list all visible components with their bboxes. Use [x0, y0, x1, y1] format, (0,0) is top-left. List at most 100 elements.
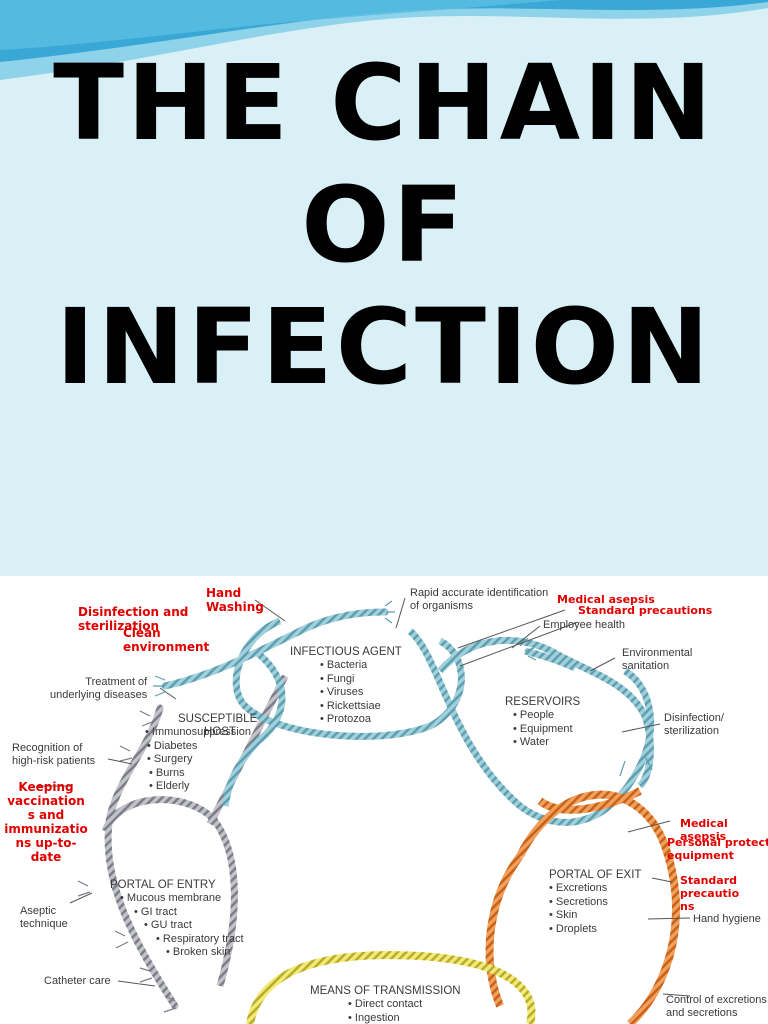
- annotation-hand-washing: Hand Washing: [206, 586, 264, 614]
- label-env-line-2: sanitation: [622, 660, 670, 672]
- list-item: Protozoa: [320, 713, 402, 727]
- label-recognition-high-risk: Recognition of high-risk patients: [12, 742, 95, 768]
- label-treatment-underlying: Treatment of underlying diseases: [50, 676, 147, 702]
- annotation-personal-protective-equipment: Personal protect equipment: [667, 836, 768, 862]
- annotation-ppe-line-1: Personal protect: [667, 836, 768, 849]
- label-env-line-1: Environmental: [622, 647, 693, 659]
- reservoirs-heading: RESERVOIRS: [505, 696, 581, 708]
- list-item: GU tract: [144, 919, 244, 933]
- means-of-transmission-list: Direct contact Ingestion: [348, 998, 461, 1024]
- label-rapid-id-line-2: of organisms: [410, 600, 473, 612]
- label-rapid-id-line-1: Rapid accurate identification: [410, 587, 549, 599]
- portal-of-exit-list: Excretions Secretions Skin Droplets: [549, 882, 641, 936]
- reservoirs-block: RESERVOIRS People Equipment Water: [505, 696, 580, 750]
- annotation-standard-line-2: precautio: [680, 887, 740, 900]
- annotation-vacc-line-1: Keeping: [18, 780, 74, 794]
- label-disinf-line-1: Disinfection/: [664, 712, 724, 724]
- annotation-clean-line-1: Clean: [123, 626, 161, 640]
- slide-title: THE CHAIN OF INFECTION: [0, 42, 768, 408]
- title-line-2: OF: [301, 164, 467, 286]
- susceptible-host-block: SUSCEPTIBLE HOST Immunosuppression Diabe…: [145, 713, 257, 794]
- annotation-vacc-line-5: ns up-to-: [15, 836, 77, 850]
- list-item: Excretions: [549, 882, 641, 896]
- annotation-disinfection-line-1: Disinfection and: [78, 605, 189, 619]
- list-item: Respiratory tract: [156, 933, 244, 947]
- list-item: Diabetes: [147, 740, 257, 754]
- infectious-agent-list: Bacteria Fungi Viruses Rickettsiae Proto…: [320, 659, 402, 727]
- list-item: Bacteria: [320, 659, 402, 673]
- infectious-agent-block: INFECTIOUS AGENT Bacteria Fungi Viruses …: [290, 646, 402, 727]
- annotation-hand-washing-line-2: Washing: [206, 600, 264, 614]
- list-item: Direct contact: [348, 998, 461, 1012]
- label-recognition-line-1: Recognition of: [12, 742, 83, 754]
- annotation-hand-washing-line-1: Hand: [206, 586, 242, 600]
- title-line-1: THE CHAIN: [53, 42, 715, 164]
- title-line-3: INFECTION: [55, 286, 713, 408]
- list-item: Droplets: [549, 923, 641, 937]
- list-item: People: [513, 709, 580, 723]
- label-treatment-line-1: Treatment of: [85, 676, 148, 688]
- infectious-agent-heading: INFECTIOUS AGENT: [290, 646, 402, 658]
- annotation-disinfection-line-2: sterilization: [78, 619, 159, 633]
- annotation-vacc-line-3: s and: [27, 808, 65, 822]
- list-item: Secretions: [549, 896, 641, 910]
- annotation-clean-line-2: environment: [123, 640, 210, 654]
- annotation-vacc-line-6: date: [30, 850, 62, 864]
- reservoirs-list: People Equipment Water: [513, 709, 580, 750]
- list-item: Fungi: [320, 673, 402, 687]
- portal-of-entry-list: Mucous membrane GI tract GU tract Respir…: [110, 892, 244, 960]
- annotation-medical-asepsis-right: Medical asepsis: [680, 817, 728, 843]
- list-item: Immunosuppression: [145, 726, 257, 740]
- label-aseptic-line-2: technique: [20, 918, 68, 930]
- annotation-med-asepsis-line-1: Medical: [680, 817, 728, 830]
- label-disinf-line-2: sterilization: [664, 725, 720, 737]
- portal-of-entry-block: PORTAL OF ENTRY Mucous membrane GI tract…: [110, 879, 244, 960]
- annotation-med-asepsis-line-2: asepsis: [680, 830, 727, 843]
- annotation-standard-line-1: Standard: [680, 874, 738, 887]
- annotation-standard-precautions-right: Standard precautio ns: [680, 874, 739, 913]
- list-item: Equipment: [513, 723, 580, 737]
- list-item: Surgery: [147, 753, 257, 767]
- susceptible-host-list: Immunosuppression Diabetes Surgery Burns…: [145, 726, 257, 794]
- list-item: Elderly: [149, 780, 257, 794]
- label-control-line-1: Control of excretions: [666, 994, 767, 1006]
- label-environmental-sanitation: Environmental sanitation: [622, 647, 692, 673]
- annotation-standard-line-3: ns: [680, 900, 695, 913]
- annotation-standard-precautions-top: Standard precautions: [578, 604, 713, 617]
- means-of-transmission-block: MEANS OF TRANSMISSION Direct contact Ing…: [310, 985, 461, 1024]
- annotation-keeping-vaccinations: Keeping vaccination s and immunizatio ns…: [4, 780, 88, 864]
- list-item: Rickettsiae: [320, 700, 402, 714]
- label-employee-health: Employee health: [543, 619, 625, 631]
- annotation-clean-environment: Clean environment: [123, 626, 209, 654]
- label-treatment-line-2: underlying diseases: [50, 689, 148, 701]
- list-item: Ingestion: [348, 1012, 461, 1024]
- label-hand-hygiene: Hand hygiene: [693, 913, 761, 925]
- portal-of-entry-heading: PORTAL OF ENTRY: [110, 879, 216, 891]
- susceptible-host-heading-1: SUSCEPTIBLE: [178, 713, 258, 725]
- means-of-transmission-heading: MEANS OF TRANSMISSION: [310, 985, 461, 997]
- label-rapid-identification: Rapid accurate identification of organis…: [410, 587, 548, 613]
- label-aseptic-technique: Aseptic technique: [20, 905, 68, 931]
- list-item: Burns: [149, 767, 257, 781]
- list-item: GI tract: [134, 906, 244, 920]
- annotation-vacc-line-4: immunizatio: [4, 822, 88, 836]
- list-item: Broken skin: [166, 946, 244, 960]
- chain-of-infection-diagram: Rapid accurate identification of organis…: [0, 576, 768, 1024]
- annotation-vacc-line-2: vaccination: [7, 794, 85, 808]
- annotation-disinfection-sterilization: Disinfection and sterilization: [78, 605, 188, 633]
- decorative-wave: [0, 0, 768, 80]
- label-aseptic-line-1: Aseptic: [20, 905, 57, 917]
- title-background: [0, 0, 768, 576]
- list-item: Skin: [549, 909, 641, 923]
- portal-of-exit-heading: PORTAL OF EXIT: [549, 869, 642, 881]
- list-item: Viruses: [320, 686, 402, 700]
- label-disinfection-sterilization: Disinfection/ sterilization: [664, 712, 724, 738]
- label-control-line-2: and secretions: [666, 1007, 738, 1019]
- annotation-medical-asepsis-top: Medical asepsis: [557, 593, 655, 606]
- label-recognition-line-2: high-risk patients: [12, 755, 96, 767]
- portal-of-exit-block: PORTAL OF EXIT Excretions Secretions Ski…: [549, 869, 641, 936]
- list-item: Mucous membrane: [120, 892, 244, 906]
- label-control-excretions: Control of excretions and secretions: [666, 994, 767, 1020]
- list-item: Water: [513, 736, 580, 750]
